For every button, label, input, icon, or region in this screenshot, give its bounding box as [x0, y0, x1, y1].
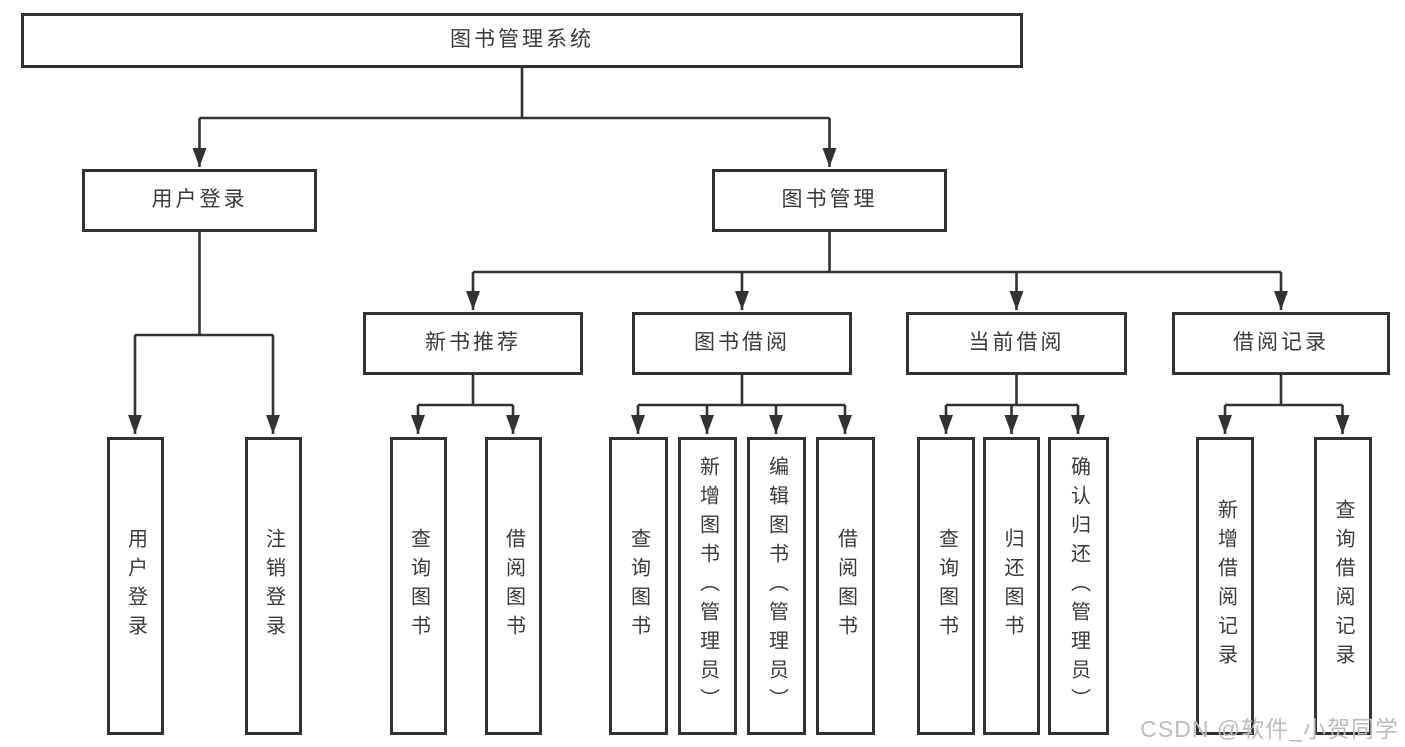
connector-records-to-leaves — [1218, 375, 1350, 434]
leaf-query-borrow-record: 查询借阅记录 — [1313, 437, 1372, 735]
connector-current-to-leaves — [939, 375, 1085, 434]
csdn-watermark: CSDN @软件_小贺同学 — [1140, 716, 1399, 742]
leaf-edit-books-admin: 编辑图书（管理员） — [746, 437, 806, 735]
leaf-logout: 注销登录 — [244, 437, 302, 735]
node-borrow-records: 借阅记录 — [1172, 312, 1390, 375]
node-user-login: 用户登录 — [82, 169, 317, 232]
node-book-borrow: 图书借阅 — [632, 312, 852, 375]
connector-borrow-to-leaves — [631, 375, 852, 434]
node-current-borrow: 当前借阅 — [906, 312, 1127, 375]
node-root-system: 图书管理系统 — [21, 13, 1023, 68]
connector-recommend-to-leaves — [411, 375, 520, 434]
connector-userlogin-to-leaves — [128, 232, 280, 434]
leaf-recommend-borrow-books: 借阅图书 — [484, 437, 542, 735]
leaf-add-borrow-record: 新增借阅记录 — [1196, 437, 1254, 735]
leaf-recommend-query-books: 查询图书 — [389, 437, 447, 735]
node-new-book-recommend: 新书推荐 — [363, 312, 583, 375]
connector-bookmgmt-to-level3 — [466, 232, 1288, 310]
leaf-confirm-return-admin: 确认归还（管理员） — [1047, 437, 1109, 735]
leaf-borrow-query-books: 查询图书 — [608, 437, 668, 735]
leaf-add-books-admin: 新增图书（管理员） — [677, 437, 737, 735]
node-book-management: 图书管理 — [712, 169, 947, 232]
leaf-user-login: 用户登录 — [106, 437, 164, 735]
leaf-current-query-books: 查询图书 — [917, 437, 975, 735]
connector-root-to-level2 — [192, 68, 837, 167]
leaf-borrow-books: 借阅图书 — [815, 437, 875, 735]
leaf-return-books: 归还图书 — [983, 437, 1040, 735]
